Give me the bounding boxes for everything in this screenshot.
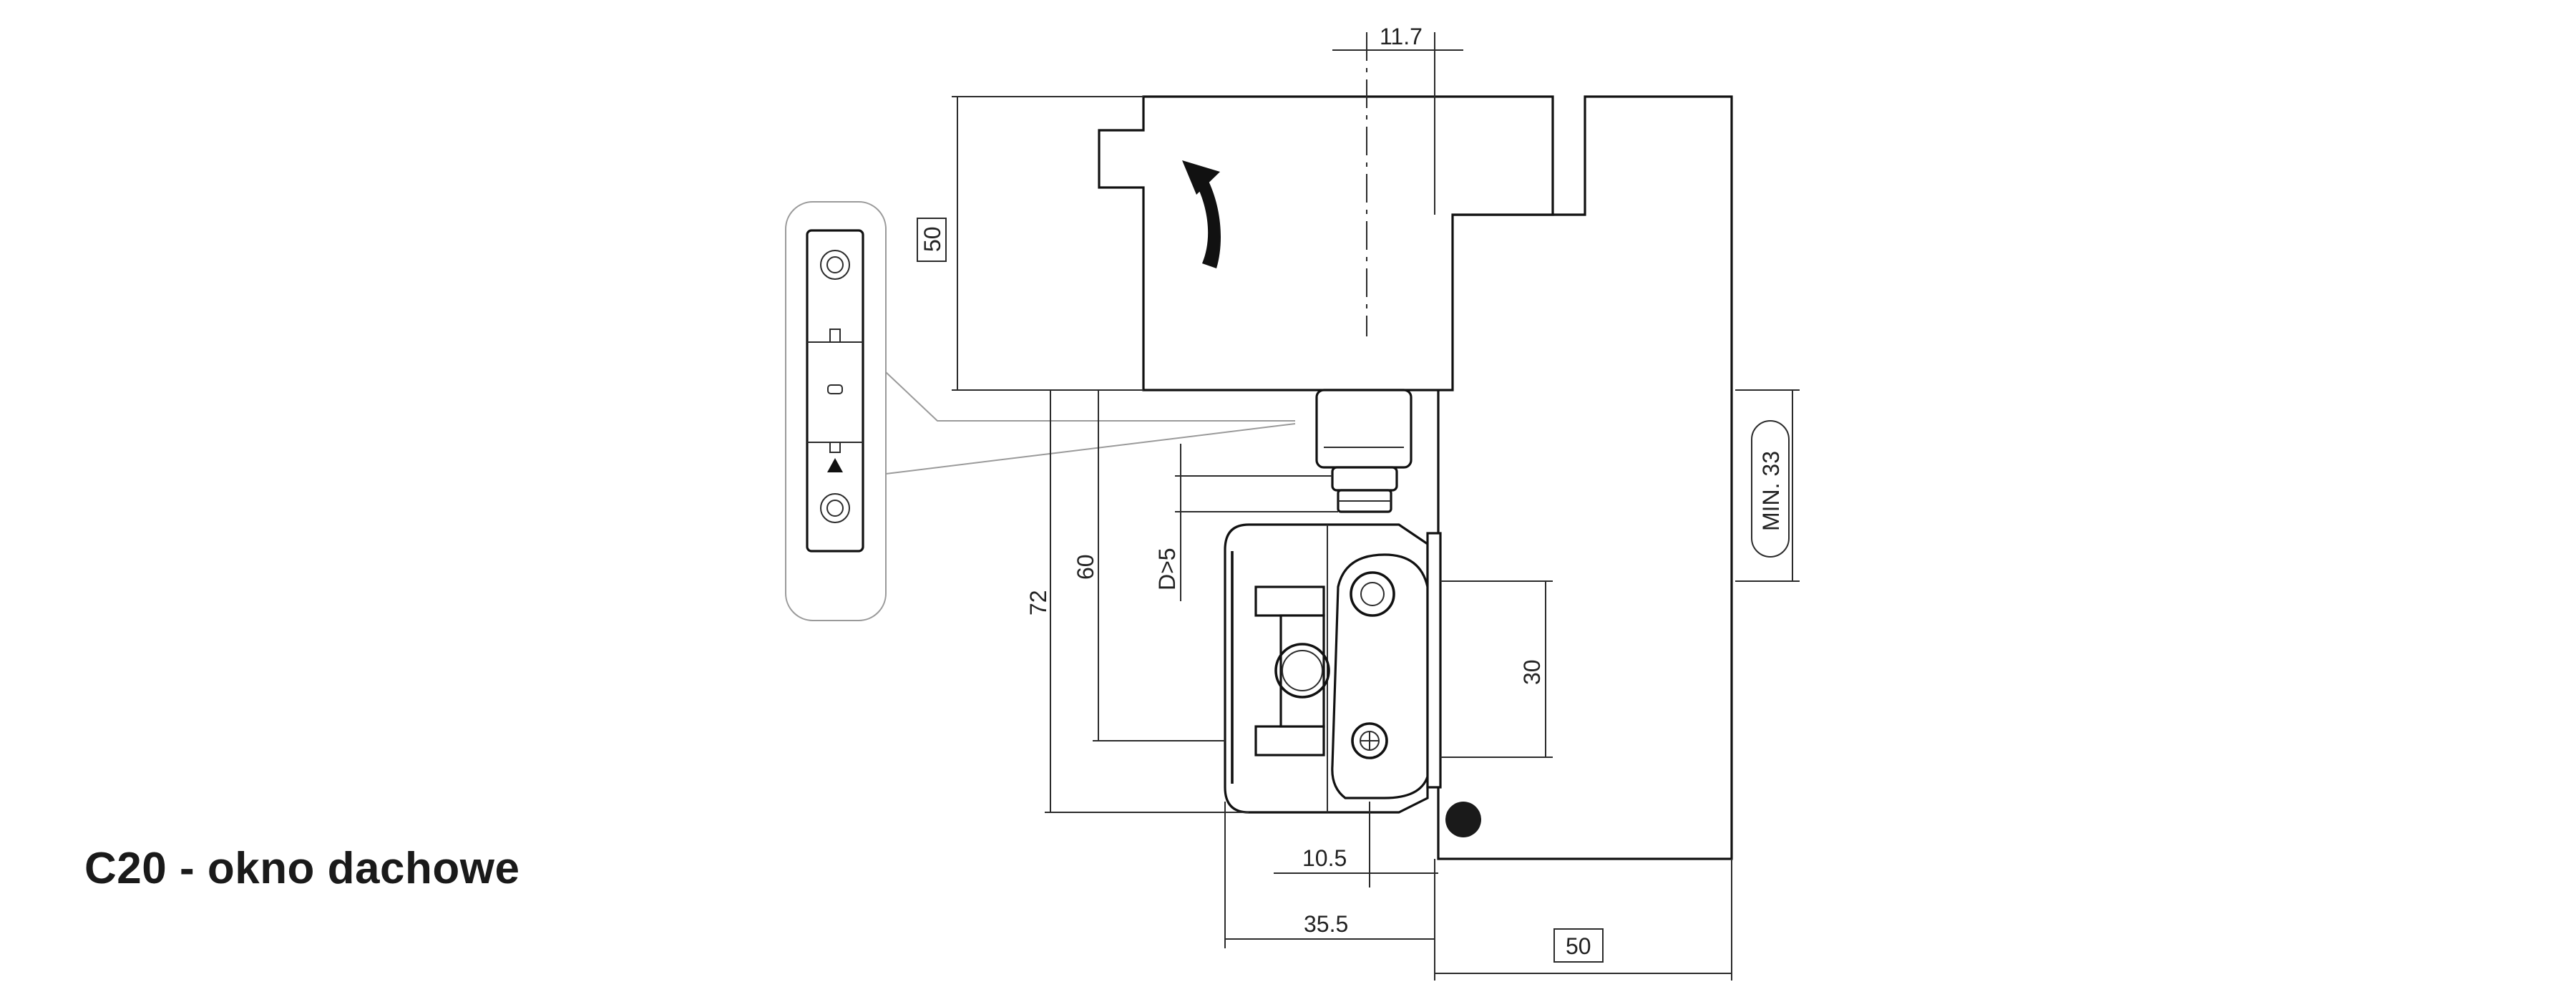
fixing-dot [1445,802,1481,837]
handle-connector [1315,389,1413,513]
diagram-title: C20 - okno dachowe [84,844,520,893]
svg-text:MIN. 33: MIN. 33 [1758,451,1784,531]
svg-text:D>5: D>5 [1154,548,1180,590]
dim-50-vertical: 50 [917,96,1143,391]
svg-text:72: 72 [1025,590,1051,616]
side-detail-view [785,201,1296,621]
svg-text:35.5: 35.5 [1304,911,1348,937]
svg-text:50: 50 [1566,933,1591,959]
dim-10-5: 10.5 [1274,802,1438,887]
window-frame [1437,95,1733,860]
dim-72: 72 [1025,390,1249,813]
svg-text:30: 30 [1519,659,1545,685]
dim-30: 30 [1440,580,1553,758]
svg-text:10.5: 10.5 [1302,845,1347,871]
dim-11-7: 11.7 [1332,24,1463,51]
svg-text:50: 50 [919,226,945,252]
lock-body [1224,523,1442,814]
svg-text:60: 60 [1073,554,1098,580]
dim-60: 60 [1073,390,1225,741]
dim-d-gt-5: D>5 [1154,444,1338,601]
arrow-up-icon [827,458,843,472]
dim-min-33: MIN. 33 [1735,389,1800,582]
svg-text:11.7: 11.7 [1380,24,1423,49]
rotation-arrow-icon [1182,160,1221,268]
dim-35-5: 35.5 [1224,802,1435,981]
dim-50-horizontal: 50 [1435,859,1732,981]
